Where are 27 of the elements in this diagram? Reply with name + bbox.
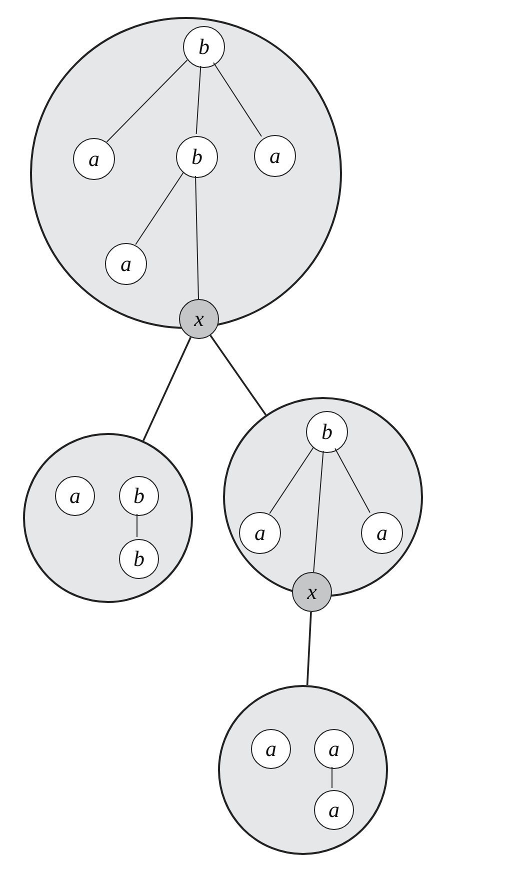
connector-line	[213, 62, 262, 137]
tree-node: a	[254, 135, 296, 177]
connector-line	[195, 176, 199, 300]
tree-node: a	[73, 138, 115, 180]
connector-line	[306, 612, 312, 686]
tree-node: b	[119, 476, 159, 516]
tree-node: a	[361, 512, 403, 554]
connector-line	[142, 336, 192, 442]
tree-node: a	[55, 476, 95, 516]
connector-line	[334, 448, 370, 514]
tree-node: a	[105, 243, 147, 285]
connector-line	[136, 514, 138, 538]
connector-line	[313, 450, 324, 573]
connector-line	[196, 66, 202, 134]
tree-node: b	[119, 539, 159, 579]
tree-node: a	[239, 512, 281, 554]
tree-node: b	[176, 136, 218, 178]
tree-node: a	[314, 729, 354, 769]
tree-node: a	[251, 729, 291, 769]
tree-node: b	[306, 411, 348, 453]
connector-line	[269, 447, 314, 514]
tree-node: x	[292, 572, 332, 612]
connector-line	[210, 334, 267, 416]
tree-node: a	[314, 790, 354, 830]
connector-line	[135, 172, 184, 245]
connector-line	[106, 60, 188, 142]
tree-node: b	[183, 26, 225, 68]
